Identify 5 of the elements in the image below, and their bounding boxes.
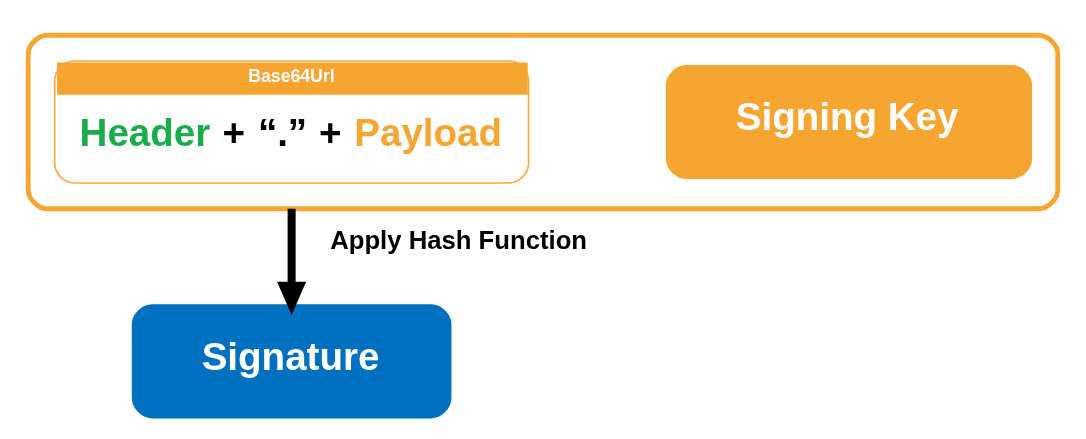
node-box: Signature — [131, 303, 452, 418]
node-box: Signing Key — [665, 64, 1033, 179]
edge-label: Apply Hash Function — [330, 225, 588, 254]
cluster — [25, 32, 1061, 211]
arrow — [277, 208, 307, 315]
